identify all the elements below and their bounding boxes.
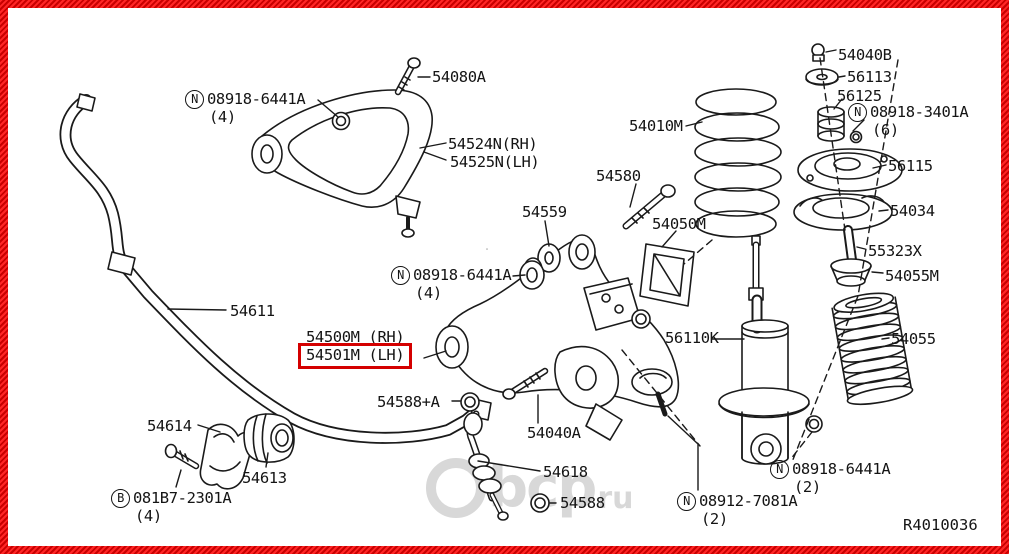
part-number-text: 54080A <box>432 68 486 86</box>
part-label: 54050M <box>652 215 706 233</box>
part-label: 54588+A <box>377 393 440 411</box>
bolt-54580-drawing <box>622 184 676 230</box>
spring-seat-bracket-drawing <box>639 243 695 307</box>
part-label: 54525N(LH) <box>450 153 540 171</box>
part-number-text: 54040B <box>838 46 892 64</box>
part-label-highlighted: 54501M (LH) <box>298 343 413 370</box>
part-number-text: 54588 <box>560 494 605 512</box>
part-label: 54034 <box>890 202 935 220</box>
upper-control-arm-drawing <box>251 57 433 238</box>
part-number-text: 54559 <box>522 203 567 221</box>
stabilizer-bar-drawing <box>59 93 492 444</box>
part-label: 54614 <box>147 417 192 435</box>
part-number-text: 56113 <box>847 68 892 86</box>
part-label: 54613 <box>242 469 287 487</box>
part-number-text: 08918-6441A <box>413 265 512 284</box>
boot-drawing <box>831 292 914 406</box>
part-label: 54040A <box>527 424 581 442</box>
part-label: 55323X <box>868 242 922 260</box>
part-number-text: 54010M <box>629 117 683 135</box>
stabilizer-link-drawing <box>460 392 550 521</box>
part-label: 54524N(RH) <box>448 135 538 153</box>
part-quantity: (4) <box>135 507 162 525</box>
part-label: 54055M <box>885 267 939 285</box>
part-number-text: 54580 <box>596 167 641 185</box>
part-number-text: 56125 <box>837 87 882 105</box>
part-label: 56110K <box>665 329 719 347</box>
part-label: 56113 <box>847 68 892 86</box>
part-label: 54055 <box>891 330 936 348</box>
part-quantity: (6) <box>872 121 899 139</box>
circled-n-icon: N <box>391 266 410 285</box>
part-number-text: 54618 <box>543 463 588 481</box>
part-number-text: 54524N(RH) <box>448 135 538 153</box>
part-number-text: 54501M (LH) <box>306 346 405 364</box>
part-number-text: 56115 <box>888 157 933 175</box>
circled-n-icon: N <box>848 103 867 122</box>
part-number-text: 56110K <box>665 329 719 347</box>
part-number-text: 08918-3401A <box>870 102 969 121</box>
stabilizer-clamp-drawing <box>164 413 295 490</box>
part-label: 56115 <box>888 157 933 175</box>
part-number-text: 54055M <box>885 267 939 285</box>
part-number-text: 081B7-2301A <box>133 488 232 507</box>
part-label: 54559 <box>522 203 567 221</box>
part-label: 54588 <box>560 494 605 512</box>
part-number-text: 54034 <box>890 202 935 220</box>
part-number-text: 54611 <box>230 302 275 320</box>
drawing-number: R4010036 <box>903 516 978 534</box>
part-number-text: 54588+A <box>377 393 440 411</box>
part-label: 54580 <box>596 167 641 185</box>
part-label: 54618 <box>543 463 588 481</box>
part-label: 54500M (RH) <box>306 328 405 346</box>
circled-n-icon: N <box>185 90 204 109</box>
part-label: 54080A <box>432 68 486 86</box>
circled-b-icon: B <box>111 489 130 508</box>
part-number-text: 08918-6441A <box>792 459 891 478</box>
part-quantity: (4) <box>209 108 236 126</box>
part-number-text: 54500M (RH) <box>306 328 405 346</box>
part-number-text: 54614 <box>147 417 192 435</box>
part-label: 54010M <box>629 117 683 135</box>
part-label: 56125 <box>837 87 882 105</box>
part-number-text: 54525N(LH) <box>450 153 540 171</box>
part-quantity: (2) <box>794 478 821 496</box>
leader-lines <box>167 49 890 504</box>
lower-control-arm-drawing <box>435 234 680 441</box>
part-number-text: 08918-6441A <box>207 89 306 108</box>
part-number-text: 54040A <box>527 424 581 442</box>
part-number-text: 54613 <box>242 469 287 487</box>
part-number-text: 54055 <box>891 330 936 348</box>
circled-n-icon: N <box>770 460 789 479</box>
part-label: 54040B <box>838 46 892 64</box>
part-number-text: 55323X <box>868 242 922 260</box>
coil-spring-drawing <box>694 88 782 238</box>
watermark-tld: ru <box>597 481 634 516</box>
part-quantity: (2) <box>701 510 728 528</box>
part-label: 54611 <box>230 302 275 320</box>
circled-n-icon: N <box>677 492 696 511</box>
part-number-text: 54050M <box>652 215 706 233</box>
assembly-dashed-lines <box>621 57 899 463</box>
shock-absorber-drawing <box>718 235 823 465</box>
part-number-text: 08912-7081A <box>699 491 798 510</box>
part-quantity: (4) <box>415 284 442 302</box>
